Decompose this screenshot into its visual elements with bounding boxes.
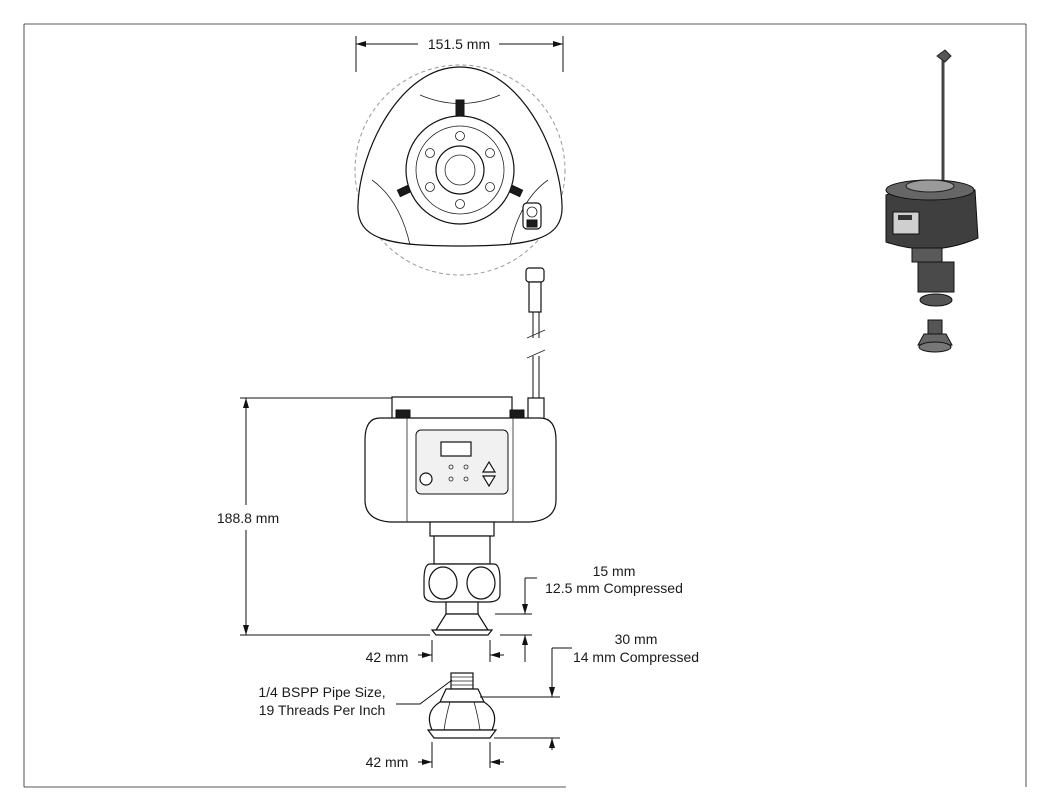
vacuum-gripper-top-view [354,64,566,276]
top-width-dimension: 151.5 mm [355,36,564,72]
stroke-b-compressed-label: 14 mm Compressed [573,649,699,665]
height-label: 188.8 mm [217,510,279,526]
cup-b-width-label: 42 mm [366,754,409,770]
vacuum-gripper-front-view [364,396,557,636]
stroke-a-dimension: 15 mm 12.5 mm Compressed [495,563,683,662]
top-width-label: 151.5 mm [428,36,490,52]
arrow-up-icon [481,460,497,473]
cup-a-width-label: 42 mm [366,649,409,665]
suction-cup-detail [426,672,498,739]
isometric-assembly-view [885,49,979,353]
thread-note-line2: 19 Threads Per Inch [259,702,386,718]
cable [525,267,546,421]
power-button-icon [419,472,433,486]
control-panel [415,429,509,495]
thread-note: 1/4 BSPP Pipe Size, 19 Threads Per Inch [258,679,453,718]
cup-a-width-dimension: 42 mm [366,640,504,665]
arrow-down-icon [481,475,497,488]
thread-note-line1: 1/4 BSPP Pipe Size, [258,684,385,700]
stroke-b-label: 30 mm [615,631,658,647]
cup-b-width-dimension: 42 mm [366,742,504,770]
sheet-border [23,23,1027,788]
stroke-a-label: 15 mm [593,563,636,579]
stroke-b-dimension: 30 mm 14 mm Compressed [480,631,699,750]
height-dimension: 188.8 mm [217,397,430,636]
stroke-a-compressed-label: 12.5 mm Compressed [545,580,683,596]
